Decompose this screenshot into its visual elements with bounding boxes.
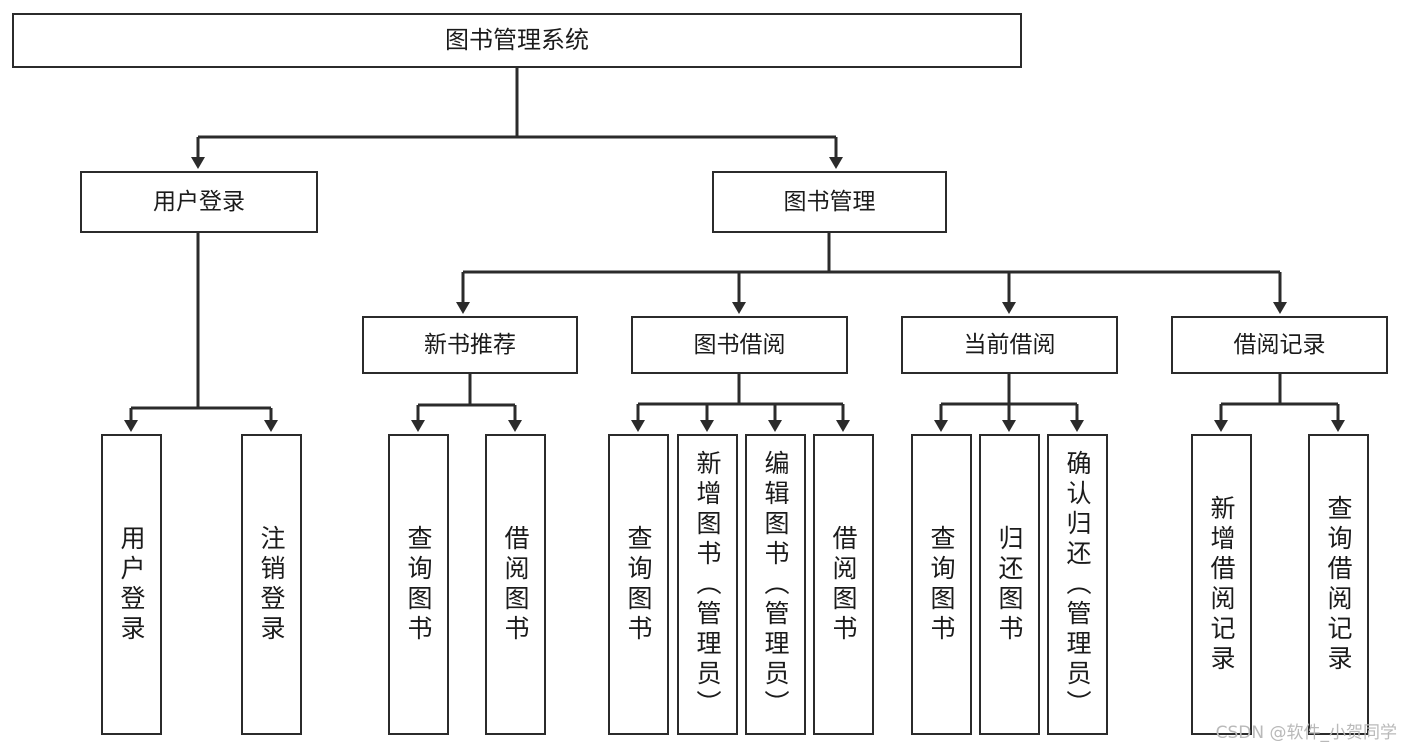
node-book-borrow[interactable]: 图书借阅: [631, 316, 848, 374]
node-leaf-confirm-return-admin[interactable]: 确认归还（管理员）: [1047, 434, 1108, 735]
node-label: 图书借阅: [693, 331, 786, 358]
node-leaf-query-book-recommend[interactable]: 查询图书: [388, 434, 449, 735]
node-label: 图书管理: [783, 188, 876, 215]
node-new-book-recommend[interactable]: 新书推荐: [362, 316, 578, 374]
node-leaf-user-login[interactable]: 用户登录: [101, 434, 162, 735]
node-leaf-edit-book-admin[interactable]: 编辑图书（管理员）: [745, 434, 806, 735]
node-user-login[interactable]: 用户登录: [80, 171, 318, 233]
node-book-management[interactable]: 图书管理: [712, 171, 947, 233]
node-label: 新书推荐: [424, 331, 516, 358]
node-leaf-logout[interactable]: 注销登录: [241, 434, 302, 735]
node-borrow-records[interactable]: 借阅记录: [1171, 316, 1388, 374]
node-leaf-query-book-current[interactable]: 查询图书: [911, 434, 972, 735]
node-leaf-add-book-admin[interactable]: 新增图书（管理员）: [677, 434, 738, 735]
node-label: 借阅图书: [501, 524, 530, 645]
node-label: 借阅图书: [829, 524, 858, 645]
node-label: 查询图书: [404, 524, 433, 645]
node-label: 图书管理系统: [445, 25, 589, 54]
node-leaf-add-borrow-record[interactable]: 新增借阅记录: [1191, 434, 1252, 735]
node-label: 确认归还（管理员）: [1063, 449, 1092, 720]
node-label: 注销登录: [257, 524, 286, 645]
node-label: 查询图书: [624, 524, 653, 645]
node-leaf-query-book-borrow[interactable]: 查询图书: [608, 434, 669, 735]
node-leaf-query-borrow-record[interactable]: 查询借阅记录: [1308, 434, 1369, 735]
node-label: 查询图书: [927, 524, 956, 645]
node-root-book-management-system[interactable]: 图书管理系统: [12, 13, 1022, 68]
node-label: 编辑图书（管理员）: [761, 449, 790, 720]
node-label: 用户登录: [117, 524, 146, 645]
node-label: 查询借阅记录: [1324, 494, 1353, 675]
node-leaf-borrow-book[interactable]: 借阅图书: [813, 434, 874, 735]
node-leaf-borrow-book-recommend[interactable]: 借阅图书: [485, 434, 546, 735]
node-label: 新增图书（管理员）: [693, 449, 722, 720]
node-label: 借阅记录: [1233, 331, 1326, 358]
node-label: 归还图书: [995, 524, 1024, 645]
node-label: 新增借阅记录: [1207, 494, 1236, 675]
node-label: 当前借阅: [963, 331, 1056, 358]
watermark-text: CSDN @软件_小贺同学: [1215, 723, 1397, 743]
node-leaf-return-book[interactable]: 归还图书: [979, 434, 1040, 735]
node-label: 用户登录: [153, 188, 245, 215]
node-current-borrow[interactable]: 当前借阅: [901, 316, 1118, 374]
